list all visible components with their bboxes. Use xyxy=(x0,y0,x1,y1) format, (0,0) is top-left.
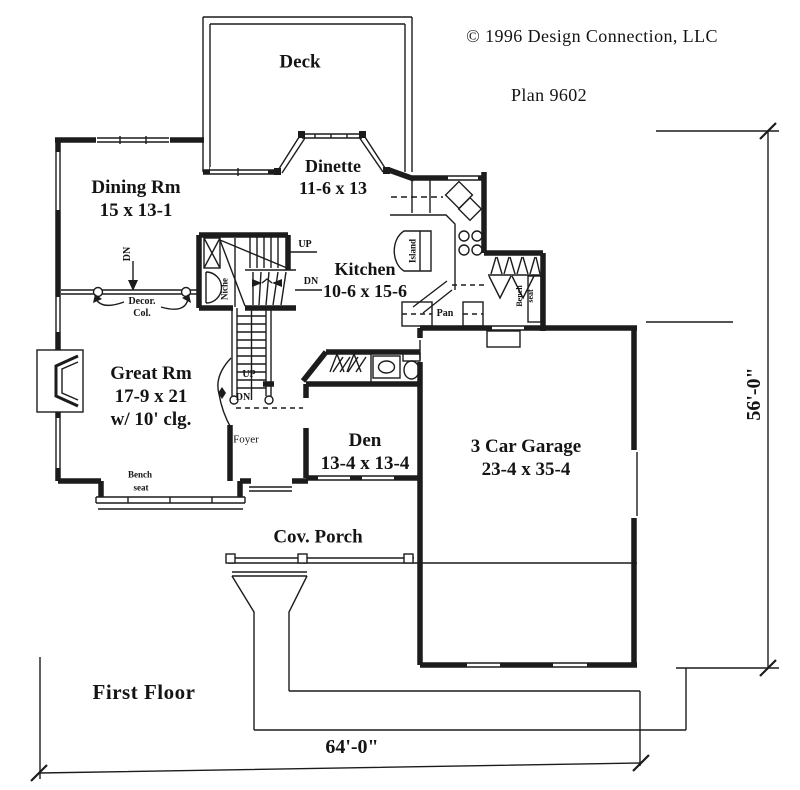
note-pantry: Pan xyxy=(436,307,454,319)
room-size: 23-4 x 35-4 xyxy=(481,459,571,480)
kitchen-fixtures xyxy=(390,180,484,327)
note-bench-bay: Bench xyxy=(127,469,153,480)
note-decor-col: Decor. Col. xyxy=(128,296,155,320)
room-note: w/ 10' clg. xyxy=(110,409,192,431)
room-name: Kitchen xyxy=(334,259,396,280)
walls-thick xyxy=(55,137,637,668)
stairs xyxy=(203,237,322,405)
room-name: Den xyxy=(348,429,382,451)
note-island: Island xyxy=(407,238,418,264)
dim-overall-width: 64'-0" xyxy=(325,735,379,758)
room-label-porch: Cov. Porch xyxy=(273,526,363,548)
room-size: 11-6 x 13 xyxy=(298,178,368,198)
room-label-dinette: Dinette 11-6 x 13 xyxy=(299,156,367,200)
note-seat-bay: seat xyxy=(133,482,149,493)
room-name: Great Rm xyxy=(110,363,192,385)
room-size: 13-4 x 13-4 xyxy=(320,453,410,474)
bath-and-closet xyxy=(329,352,421,384)
deck-railing xyxy=(202,16,413,172)
note-line: Col. xyxy=(133,308,151,319)
room-label-great-rm: Great Rm 17-9 x 21 w/ 10' clg. xyxy=(110,362,191,432)
room-label-dining: Dining Rm 15 x 13-1 xyxy=(91,176,180,222)
mudroom-closet xyxy=(486,256,542,348)
porch-walkway xyxy=(225,553,687,731)
dinette-bay-windows xyxy=(274,131,390,175)
room-size: 15 x 13-1 xyxy=(99,200,173,221)
room-label-foyer: Foyer xyxy=(233,433,259,446)
room-label-den: Den 13-4 x 13-4 xyxy=(321,429,410,475)
plan-number: Plan 9602 xyxy=(510,85,588,106)
note-dn-foyer: DN xyxy=(235,391,251,403)
room-name: Dining Rm xyxy=(91,176,181,198)
copyright-text: © 1996 Design Connection, LLC xyxy=(466,26,718,47)
note-dn-stairs: DN xyxy=(303,275,319,287)
dimension-lines xyxy=(30,122,779,782)
note-line: Decor. xyxy=(128,295,156,307)
room-name: 3 Car Garage xyxy=(470,435,582,457)
foyer-details xyxy=(217,357,303,492)
note-niche: Niche xyxy=(219,278,230,300)
column-divider xyxy=(61,261,199,310)
note-up-stairs: UP xyxy=(298,238,312,250)
floor-title: First Floor xyxy=(92,680,196,705)
note-bench-mudroom: Bench xyxy=(515,285,525,307)
fireplace-icon xyxy=(36,349,84,413)
note-dn-dining: DN xyxy=(121,246,133,262)
room-label-garage: 3 Car Garage 23-4 x 35-4 xyxy=(471,435,581,481)
windows xyxy=(53,135,638,670)
dim-overall-depth: 56'-0" xyxy=(742,367,765,421)
room-size: 17-9 x 21 xyxy=(114,386,188,408)
room-label-deck: Deck xyxy=(279,51,321,73)
room-label-kitchen: Kitchen 10-6 x 15-6 xyxy=(323,259,407,303)
bench-bay xyxy=(95,496,246,510)
note-seat-mudroom: seat xyxy=(526,289,536,303)
note-up-lower: UP xyxy=(242,368,256,380)
room-name: Dinette xyxy=(305,156,361,177)
room-size: 10-6 x 15-6 xyxy=(323,281,407,301)
